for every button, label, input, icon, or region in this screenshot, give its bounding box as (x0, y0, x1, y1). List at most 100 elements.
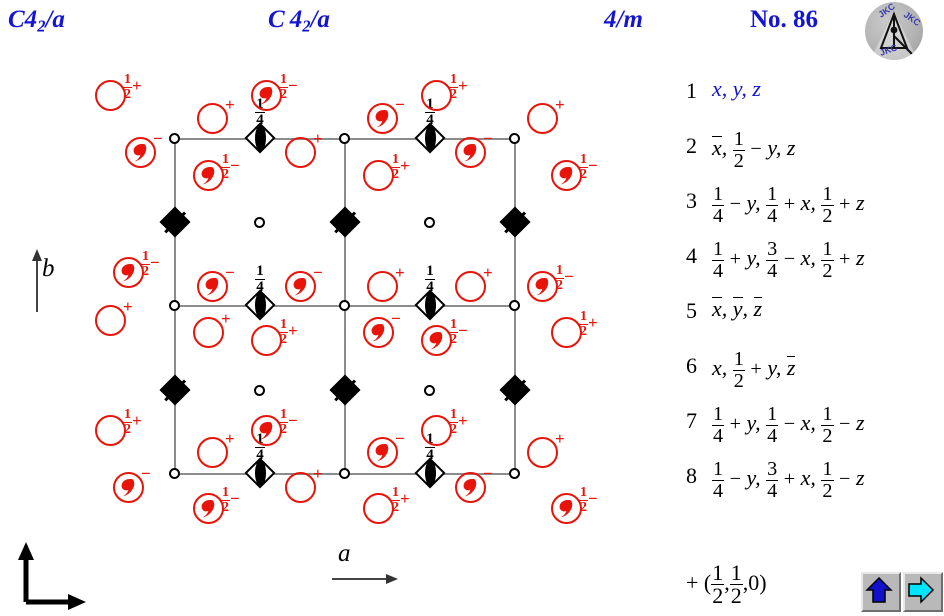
axis-a-arrow (332, 574, 398, 584)
inversion-centre-icon (424, 217, 435, 228)
atom-circle-icon (367, 271, 398, 302)
atom-plain (527, 437, 558, 468)
space-group-symbol-full: C 42/a (268, 6, 330, 36)
atom-height-label: + (555, 95, 565, 114)
atom-comma (113, 257, 144, 288)
nav-up-button[interactable] (861, 572, 901, 612)
comma-icon (558, 498, 573, 518)
operation-row: 1 x, y, z (686, 66, 944, 121)
atom-plain (251, 325, 282, 356)
screw42-axis-icon (413, 457, 447, 489)
operation-number: 5 (686, 298, 697, 323)
screw42-axis-icon (243, 457, 277, 489)
operation-number: 3 (686, 188, 697, 213)
axis-a-label: a (338, 540, 351, 567)
inversion-centre-icon (254, 217, 265, 228)
atom-circle-icon (421, 415, 452, 446)
comma-icon (200, 165, 215, 185)
jkc-logo: JKC JKC JKC (865, 2, 923, 60)
comma-icon (462, 142, 477, 162)
atom-height-label: − (313, 263, 323, 282)
comma-icon (374, 108, 389, 128)
atom-plain (95, 415, 126, 446)
atom-circle-icon (363, 317, 394, 348)
atom-plain (455, 271, 486, 302)
atom-circle-icon (455, 271, 486, 302)
axis-b-label: b (42, 255, 55, 282)
operation-number: 2 (686, 133, 697, 158)
atom-plain (421, 415, 452, 446)
atom-comma (193, 160, 224, 191)
atom-plain (197, 437, 228, 468)
atom-height-label: − (395, 429, 405, 448)
atom-comma (527, 271, 558, 302)
comma-icon (200, 498, 215, 518)
comma-icon (204, 276, 219, 296)
atom-circle-icon (551, 317, 582, 348)
inversion-centre-icon (339, 133, 350, 144)
comma-icon (428, 330, 443, 350)
atom-circle-icon (285, 271, 316, 302)
atom-comma (551, 160, 582, 191)
inversion-centre-icon (424, 385, 435, 396)
atom-plain (421, 80, 452, 111)
inversion-centre-icon (509, 133, 520, 144)
atom-comma (551, 493, 582, 524)
atom-height-label: + (313, 464, 323, 483)
comma-icon (370, 322, 385, 342)
comma-icon (558, 165, 573, 185)
atom-height-label: + (225, 95, 235, 114)
atom-plain (197, 103, 228, 134)
comma-icon (120, 477, 135, 497)
atom-comma (421, 325, 452, 356)
space-group-symbol-short: C42/a (8, 6, 65, 36)
comma-icon (374, 442, 389, 462)
screw42-axis-icon (413, 122, 447, 154)
nav-right-button[interactable] (903, 572, 943, 612)
operation-number: 4 (686, 243, 697, 268)
atom-height-label: + (225, 429, 235, 448)
atom-circle-icon (285, 472, 316, 503)
atom-height-label: − (395, 95, 405, 114)
origin-axes-marker (18, 542, 86, 610)
screw42-axis-icon (413, 289, 447, 321)
atom-circle-icon (455, 137, 486, 168)
atom-circle-icon (95, 415, 126, 446)
atom-comma (251, 80, 282, 111)
atom-circle-icon (285, 137, 316, 168)
comma-icon (120, 262, 135, 282)
atom-comma (197, 271, 228, 302)
space-group-number: No. 86 (750, 6, 819, 33)
atom-plain (285, 137, 316, 168)
comma-icon (258, 85, 273, 105)
atom-circle-icon (527, 437, 558, 468)
point-group-label: 4/m (604, 6, 643, 33)
atom-circle-icon (421, 325, 452, 356)
bar4-axis-icon (329, 206, 361, 238)
atom-plain (95, 80, 126, 111)
atom-height-label: − (225, 263, 235, 282)
comma-icon (258, 420, 273, 440)
atom-comma (455, 472, 486, 503)
atom-circle-icon (193, 493, 224, 524)
atom-circle-icon (193, 317, 224, 348)
atom-height-label: − (483, 464, 493, 483)
